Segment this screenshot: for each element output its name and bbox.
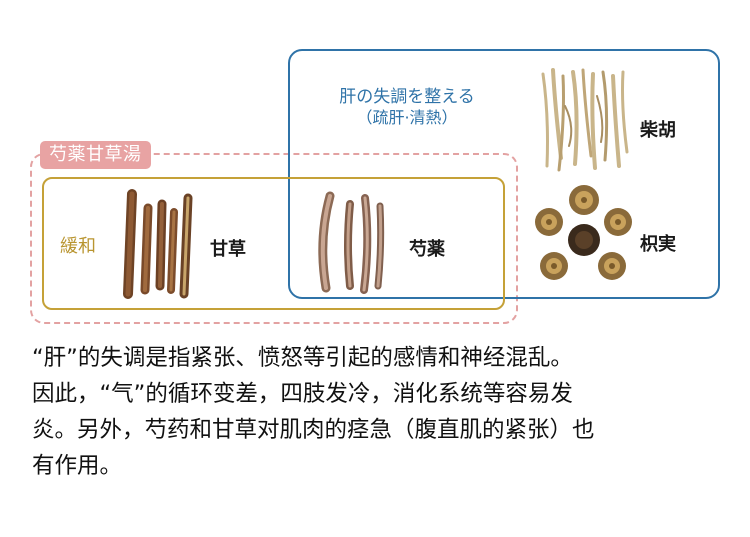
kijitsu-label: 枳実 (640, 234, 676, 255)
bitter-orange-image (535, 185, 632, 280)
caption-line: 因此，“气”的循环变差，四肢发冷，消化系统等容易发 (32, 381, 573, 407)
licorice-root-image (123, 189, 193, 299)
caption-paragraph: “肝”的失调是指紧张、愤怒等引起的感情和神经混乱。 因此，“气”的循环变差，四肢… (32, 340, 732, 484)
kanzo-label: 甘草 (210, 239, 246, 260)
relax-group-label: 緩和 (60, 236, 96, 257)
liver-group-subtitle: （疏肝·清熱） (356, 108, 458, 127)
peony-root-image (318, 191, 385, 294)
caption-line: 炎。另外，芍药和甘草对肌肉的痉急（腹直肌的紧张）也 (32, 417, 595, 443)
formula-name-tag: 芍薬甘草湯 (40, 141, 151, 169)
shakuyaku-label: 芍薬 (409, 239, 445, 260)
relaxation-frame (42, 177, 505, 310)
liver-group-title: 肝の失調を整える (339, 87, 475, 107)
caption-line: 有作用。 (32, 453, 123, 479)
formula-group-frame (30, 153, 518, 324)
caption-line: “肝”的失调是指紧张、愤怒等引起的感情和神经混乱。 (32, 345, 573, 371)
saiko-label: 柴胡 (640, 120, 676, 141)
bupleurum-root-image (541, 68, 629, 172)
